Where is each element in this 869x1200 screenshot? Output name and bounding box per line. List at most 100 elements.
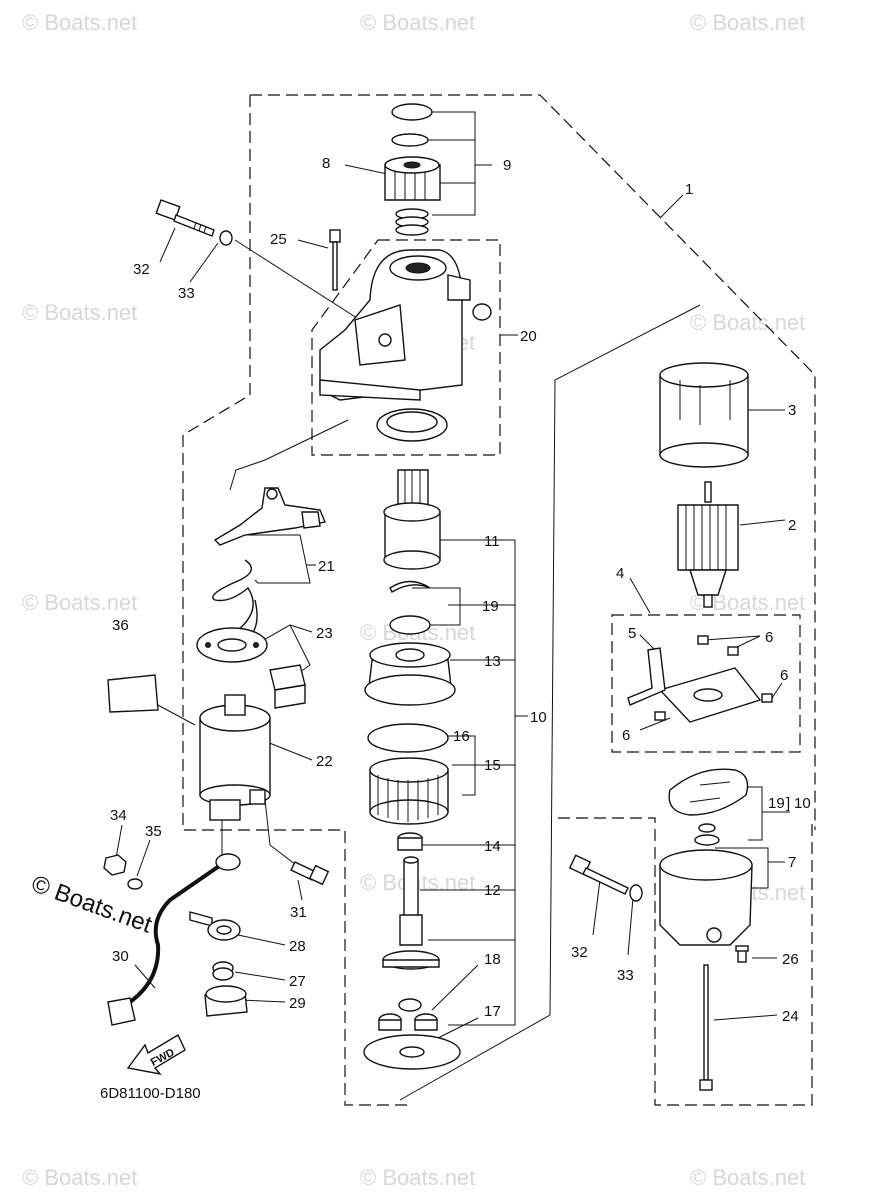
callout-1: 1 [685, 181, 693, 198]
front-housing-20 [319, 249, 492, 401]
callout-26: 26 [782, 951, 799, 968]
callout-8: 8 [322, 155, 330, 172]
callout-21: 21 [318, 558, 335, 575]
callout-9: 9 [503, 157, 511, 174]
callout-19a: 19 [482, 598, 499, 615]
bearing-front [376, 408, 448, 442]
front-housing-outline [311, 239, 501, 456]
callout-23: 23 [316, 625, 333, 642]
watermark-text: © Boats.net [690, 310, 805, 335]
callout-24: 24 [782, 1008, 799, 1025]
callout-6b: 6 [780, 667, 788, 684]
callout-17: 17 [484, 1003, 501, 1020]
brush-plate-19 [668, 768, 749, 816]
snap-ring-9 [391, 133, 429, 147]
bolt-31 [290, 861, 330, 886]
callout-12: 12 [484, 882, 501, 899]
callout-18: 18 [484, 951, 501, 968]
callout-20: 20 [520, 328, 537, 345]
spring-9 [395, 208, 429, 236]
yoke-3 [659, 362, 749, 468]
callout-35: 35 [145, 823, 162, 840]
nut-34 [103, 854, 127, 876]
shift-lever-21 [213, 487, 326, 546]
callout-4: 4 [616, 565, 624, 582]
callout-labels: 1 2 3 4 5 6 6 6 7 8 9 10 10 11 12 13 14 … [110, 155, 811, 1025]
watermark-text: © Boats.net [690, 10, 805, 35]
watermark-text: © Boats.net [22, 590, 137, 615]
callout-27: 27 [289, 973, 306, 990]
callout-32-right: 32 [571, 944, 588, 961]
plate-17 [363, 1034, 461, 1070]
callout-bracket: ] [786, 795, 790, 812]
callout-15: 15 [484, 757, 501, 774]
planet-gears-18 [378, 998, 438, 1031]
callout-10b: 10 [794, 795, 811, 812]
callout-28: 28 [289, 938, 306, 955]
seal-ring-9 [391, 103, 433, 121]
watermark-text: © Boats.net [690, 1165, 805, 1190]
callout-32-top: 32 [133, 261, 150, 278]
watermark-text: © Boats.net [22, 1165, 137, 1190]
gear-housing-13 [364, 642, 456, 706]
leader-lines [115, 111, 790, 1101]
planet-shaft-12 [382, 856, 440, 970]
watermark-text: © Boats.net [360, 1165, 475, 1190]
callout-30: 30 [112, 948, 129, 965]
armature-2 [677, 481, 739, 608]
internal-gear-15 [369, 757, 449, 825]
washer-35 [127, 878, 143, 890]
callout-29: 29 [289, 995, 306, 1012]
callout-34: 34 [110, 807, 127, 824]
callout-22: 22 [316, 753, 333, 770]
watermark-text: © Boats.net [22, 10, 137, 35]
nut-27 [212, 961, 234, 981]
washer-33-right [629, 884, 643, 902]
screw-26 [735, 945, 749, 963]
main-assembly-outline [182, 94, 816, 1106]
solenoid-22 [199, 694, 271, 821]
bolt-32-top [155, 199, 215, 237]
callout-3: 3 [788, 402, 796, 419]
callout-5: 5 [628, 625, 636, 642]
boot-cover-36 [107, 674, 159, 713]
circlip-19 [389, 580, 431, 593]
drawing-code: 6D81100-D180 [100, 1085, 201, 1102]
callout-14: 14 [484, 838, 501, 855]
callout-6a: 6 [765, 629, 773, 646]
rubber-grommet-23 [269, 664, 306, 709]
long-bolt-24 [699, 964, 713, 1091]
through-bolt-25 [329, 229, 341, 291]
callout-19b: 19 [768, 795, 785, 812]
callout-13: 13 [484, 653, 501, 670]
terminal-28 [189, 911, 241, 941]
callout-33-right: 33 [617, 967, 634, 984]
callout-6c: 6 [622, 727, 630, 744]
callout-16: 16 [453, 728, 470, 745]
rear-cover-7 [659, 823, 753, 946]
bolt-32-right [568, 854, 629, 895]
watermark-text: © Boats.net [360, 10, 475, 35]
washer-33-top [219, 230, 233, 246]
callout-10a: 10 [530, 709, 547, 726]
callout-33-top: 33 [178, 285, 195, 302]
plate-23 [196, 627, 268, 663]
assembly-outlines [182, 94, 816, 1106]
callout-11: 11 [484, 533, 500, 550]
fwd-arrow: FWD [126, 1034, 186, 1076]
cap-29 [204, 985, 248, 1017]
watermark-text: © Boats.net [22, 300, 137, 325]
pinion-gear-8 [384, 156, 441, 201]
bushing-14 [397, 832, 423, 851]
callout-36: 36 [112, 617, 129, 634]
callout-7: 7 [788, 854, 796, 871]
thrust-ring-16 [367, 723, 449, 753]
callout-2: 2 [788, 517, 796, 534]
callout-31: 31 [290, 904, 307, 921]
washer-19 [389, 615, 431, 635]
parts: FWD [103, 103, 773, 1091]
pinion-shaft-11 [383, 469, 441, 570]
rear-cover-outline [558, 817, 813, 1106]
battery-cable-30 [107, 853, 241, 1026]
